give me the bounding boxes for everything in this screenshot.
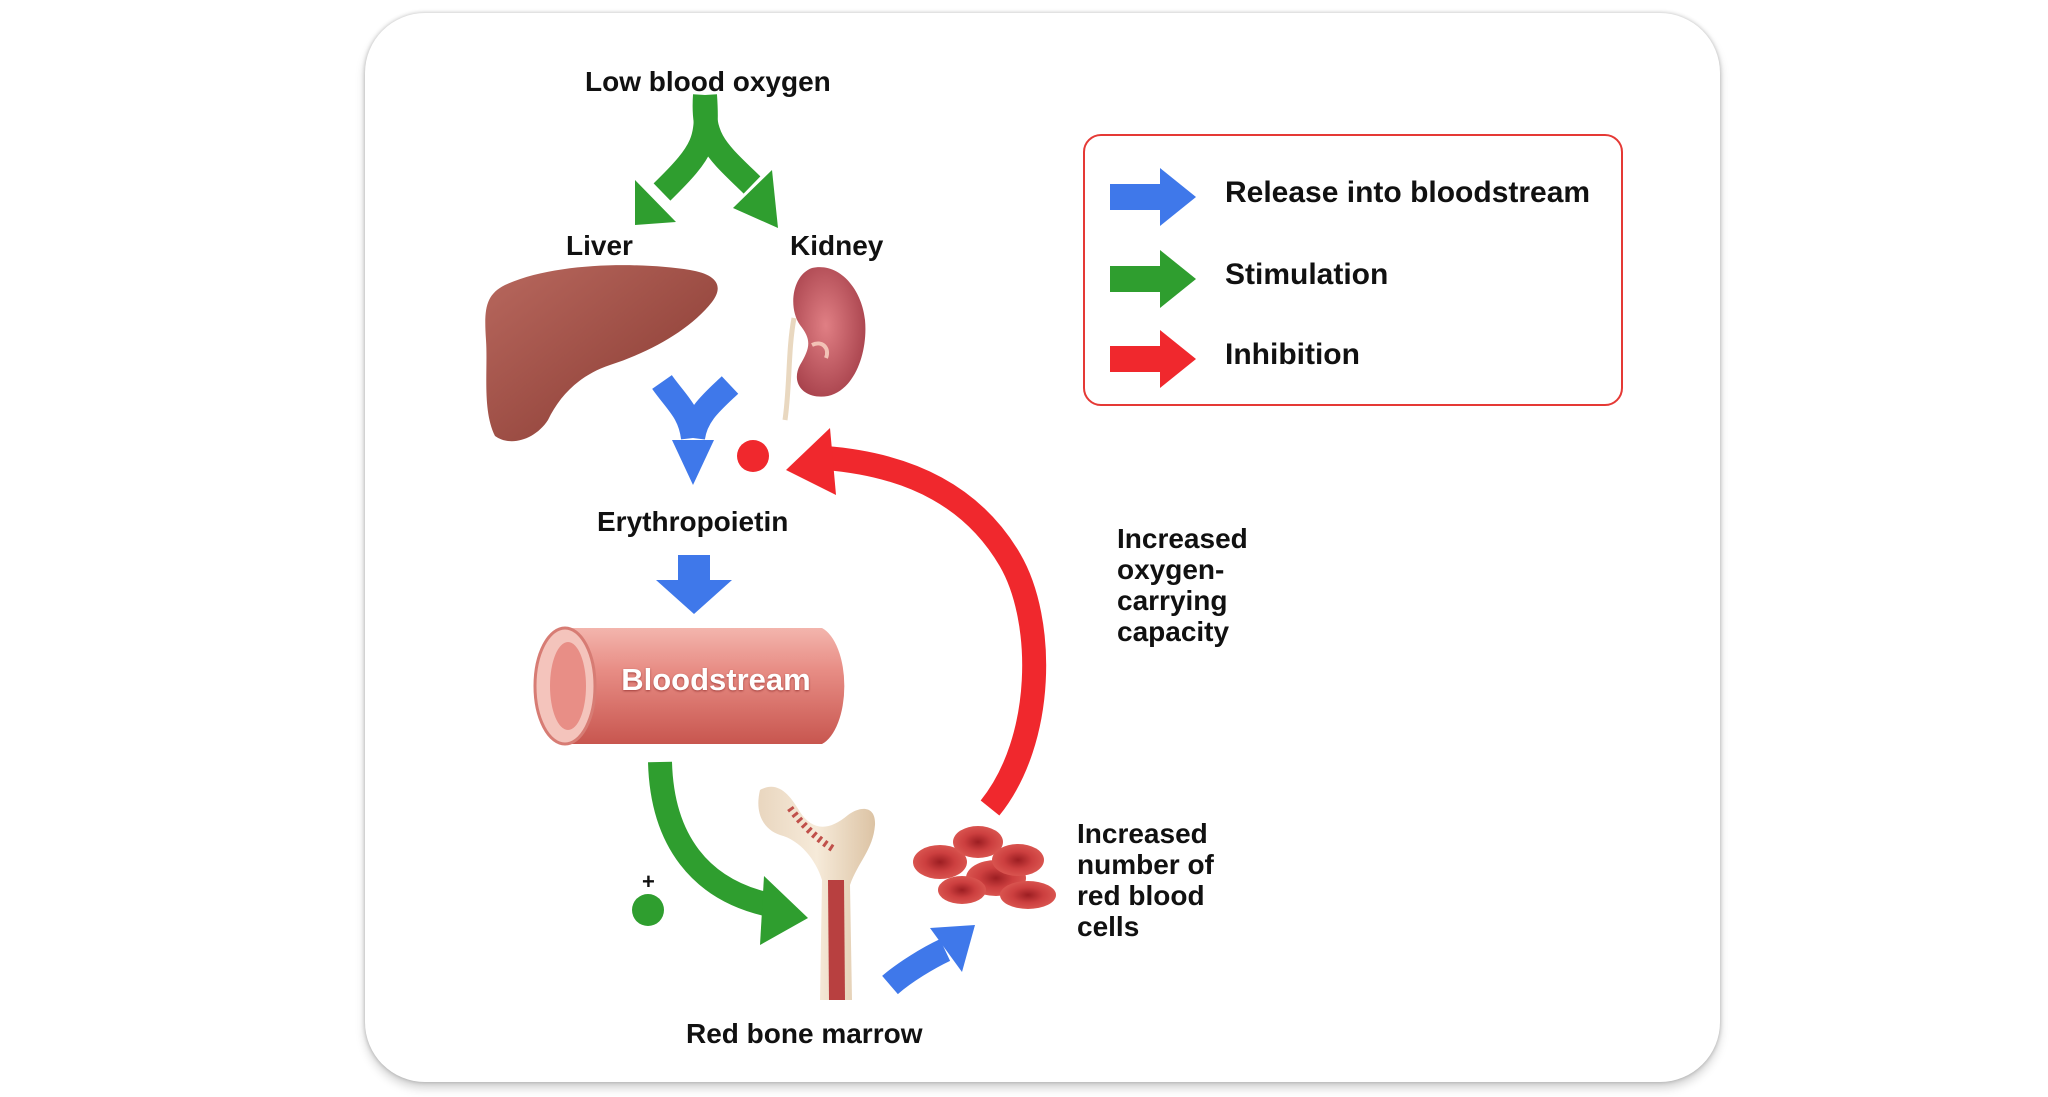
inhibition-dot [737, 440, 769, 472]
label-low-blood-oxygen: Low blood oxygen [585, 66, 831, 97]
release-arrow-up [882, 925, 975, 995]
stimulation-dot [632, 894, 664, 926]
red-arrow-icon [1110, 330, 1196, 388]
label-plus-sign: + [642, 869, 655, 894]
release-merge-arrow [652, 374, 739, 485]
green-arrow-icon [1110, 250, 1196, 308]
red-blood-cells [913, 826, 1056, 909]
label-increased-rbc: Increased number of red blood cells [1077, 818, 1214, 942]
inhibition-feedback-arrow [786, 428, 1047, 816]
stimulation-fork-arrow [635, 94, 778, 228]
label-kidney: Kidney [790, 230, 884, 261]
label-increased-oxygen-capacity: Increased oxygen- carrying capacity [1117, 523, 1248, 647]
bone-illustration [758, 786, 876, 1000]
legend-label-inhibition: Inhibition [1225, 338, 1360, 371]
blue-arrow-icon [1110, 168, 1196, 226]
stimulation-arrow-to-marrow [648, 761, 808, 945]
kidney-illustration [782, 267, 866, 421]
label-bloodstream: Bloodstream [621, 662, 811, 697]
legend-label-release: Release into bloodstream [1225, 176, 1591, 209]
legend: Release into bloodstream Stimulation Inh… [1083, 134, 1623, 406]
liver-illustration [485, 265, 718, 442]
label-erythropoietin: Erythropoietin [597, 506, 789, 537]
label-liver: Liver [566, 230, 633, 261]
release-arrow-down [656, 555, 732, 614]
label-red-bone-marrow: Red bone marrow [686, 1018, 923, 1049]
bloodstream-vessel [533, 626, 845, 746]
legend-label-stimulation: Stimulation [1225, 258, 1389, 291]
